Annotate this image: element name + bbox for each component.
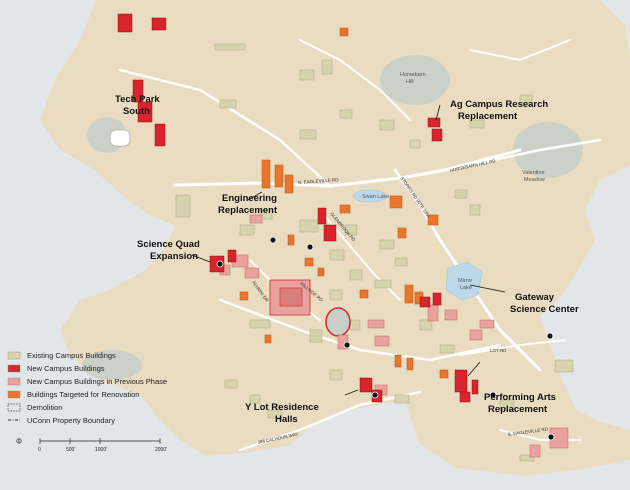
- map-legend: Existing Campus Buildings New Campus Bui…: [7, 351, 167, 425]
- legend-swatch-new: [7, 364, 21, 373]
- scale-label-2000: 2000': [155, 447, 167, 453]
- legend-label-boundary: UConn Property Boundary: [27, 416, 115, 425]
- callout-science-quad-line2: Expansion: [150, 251, 198, 262]
- label-valentine-meadow: Valentine Meadow: [522, 170, 546, 183]
- north-arrow-icon: [16, 438, 22, 444]
- legend-label-demolition: Demolition: [27, 403, 62, 412]
- callout-engineering: Engineering Replacement: [218, 193, 280, 216]
- callout-ag-campus-line1: Ag Campus Research: [450, 99, 548, 110]
- parking-markers: [216, 236, 555, 441]
- athletic-fields: [109, 129, 351, 337]
- legend-swatch-previous: [7, 377, 21, 386]
- label-swan-lake: Swan Lake: [362, 194, 389, 200]
- callout-science-quad: Science Quad Expansion: [137, 239, 202, 262]
- callout-tech-park-line1: Tech Park: [115, 94, 160, 105]
- legend-label-new: New Campus Buildings: [27, 364, 105, 373]
- callout-gateway-line1: Gateway: [515, 292, 555, 303]
- callout-performing-arts-line1: Performing Arts: [484, 392, 556, 403]
- road-n-eagleville: N. EAGLEVILLE RD: [298, 177, 340, 185]
- legend-swatch-demolition: [7, 403, 21, 412]
- callout-y-lot-line1: Y Lot Residence: [245, 402, 319, 413]
- callout-tech-park: Tech Park South: [115, 94, 162, 117]
- legend-swatch-renovation: [7, 390, 21, 399]
- legend-label-renovation: Buildings Targeted for Renovation: [27, 390, 139, 399]
- legend-label-existing: Existing Campus Buildings: [27, 351, 116, 360]
- scale-label-1000: 1000': [95, 447, 107, 453]
- callout-leaders: [191, 104, 506, 396]
- legend-label-previous: New Campus Buildings in Previous Phase: [27, 377, 167, 386]
- mirror-lake: [445, 261, 483, 301]
- callout-y-lot: Y Lot Residence Halls: [245, 402, 321, 425]
- swan-lake: [352, 189, 388, 203]
- scale-bar: 0 500' 1000' 2000': [16, 438, 167, 453]
- scale-label-0: 0: [38, 447, 41, 453]
- callout-ag-campus-line2: Replacement: [458, 111, 518, 122]
- label-horsebarn-hill: Horsebarn Hill: [400, 72, 427, 85]
- callout-tech-park-line2: South: [123, 106, 150, 117]
- callout-engineering-line2: Replacement: [218, 205, 278, 216]
- legend-swatch-existing: [7, 351, 21, 360]
- existing-buildings: [175, 43, 574, 462]
- callout-gateway-line2: Science Center: [510, 304, 579, 315]
- callout-performing-arts: Performing Arts Replacement: [484, 392, 559, 415]
- callout-gateway: Gateway Science Center: [510, 292, 579, 315]
- callout-y-lot-line2: Halls: [275, 414, 298, 425]
- road-s-eagleville: S. EAGLEVILLE RD: [507, 426, 549, 437]
- callout-engineering-line1: Engineering: [222, 193, 277, 204]
- callout-ag-campus: Ag Campus Research Replacement: [450, 99, 551, 122]
- open-fields: [82, 55, 583, 380]
- scale-label-500: 500': [66, 447, 75, 453]
- label-mirror-lake: Mirror Lake: [458, 278, 474, 291]
- callout-science-quad-line1: Science Quad: [137, 239, 200, 250]
- renovation-buildings: [239, 27, 467, 392]
- road-lot-rd: LOT RD: [490, 348, 507, 353]
- callout-performing-arts-line2: Replacement: [488, 404, 548, 415]
